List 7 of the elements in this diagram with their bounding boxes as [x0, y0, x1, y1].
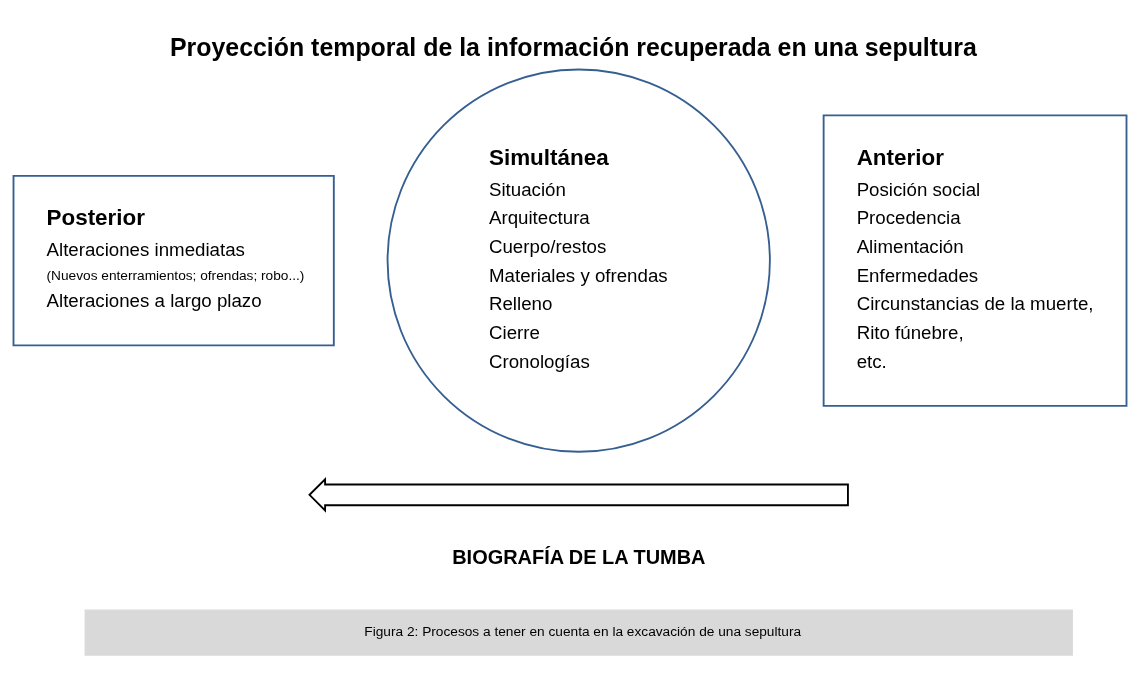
diagram-title: Proyección temporal de la información recuperada en una sepultura [169, 32, 977, 61]
node-circle: Simultánea Situación Arquitectura Cuerpo/restos Materiales y ofrendas Relleno Cierre Cronologías [386, 68, 771, 453]
node-label: BIOGRAFÍA DE LA TUMBA [452, 545, 706, 568]
node-box: Posterior Alteraciones inmediatas (Nuevos enterramientos; ofrendas; robo...) Alteraciones a largo plazo [12, 174, 335, 347]
node-box: Anterior Posición social Procedencia Alimentación Enfermedades Circunstancias de la muerte, Rito fúnebre, etc. [822, 114, 1128, 407]
caption: Figura 2: Procesos a tener en cuenta en la excavación de una sepultura [364, 624, 802, 640]
node-arrow [308, 477, 849, 513]
